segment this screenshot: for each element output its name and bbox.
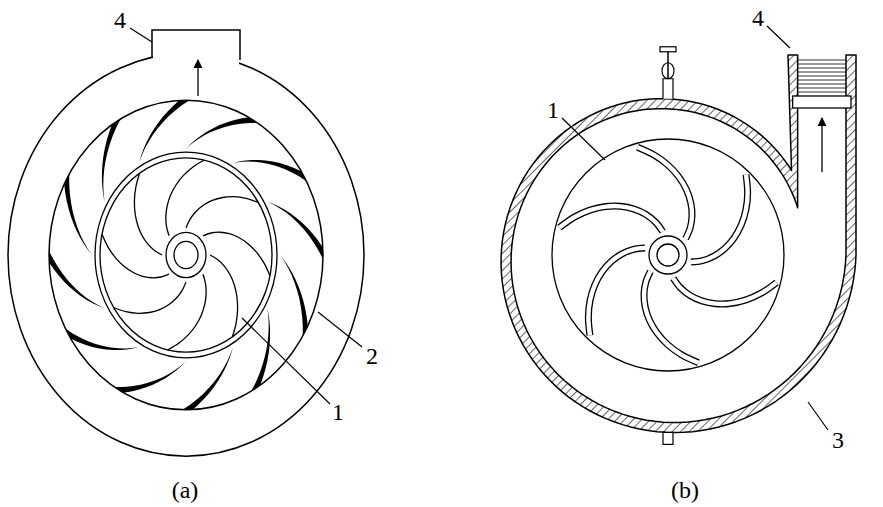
diffuser-pump xyxy=(8,30,364,456)
vent-screw xyxy=(667,51,669,79)
impeller-blade xyxy=(102,234,169,277)
impeller-shroud xyxy=(100,158,272,352)
impeller-blade xyxy=(691,175,748,262)
figure-label: (b) xyxy=(669,477,701,503)
callout-number: 4 xyxy=(750,5,766,31)
callout-number: 3 xyxy=(830,427,846,453)
casing xyxy=(8,54,364,456)
impeller-blade xyxy=(637,147,692,238)
impeller-blade xyxy=(203,232,270,275)
vent-screw xyxy=(663,79,673,99)
leader-lines xyxy=(130,26,828,430)
impeller-blade xyxy=(559,206,662,232)
shaft xyxy=(657,244,679,266)
volute-pump xyxy=(501,47,856,445)
guide-vane xyxy=(280,255,308,336)
vent-screw xyxy=(660,47,676,52)
leader-line xyxy=(808,402,828,430)
volute-casing xyxy=(501,55,856,433)
drain-plug xyxy=(663,432,673,444)
leader-line xyxy=(562,118,605,160)
impeller-blade xyxy=(637,147,692,238)
impeller-blade xyxy=(644,271,699,362)
thread xyxy=(798,80,846,81)
flow-arrow xyxy=(821,118,822,172)
diffuser-ring xyxy=(49,100,323,410)
guide-vane xyxy=(64,174,92,255)
leader-line xyxy=(767,26,790,48)
impeller-blade xyxy=(166,160,204,236)
impeller-blade xyxy=(134,173,162,255)
impeller xyxy=(552,139,784,371)
impeller-blade xyxy=(559,206,662,232)
shaft xyxy=(174,241,198,268)
callout-number: 4 xyxy=(112,7,128,33)
impeller-blade xyxy=(186,197,258,228)
impeller-blade xyxy=(673,278,776,304)
impeller-blade xyxy=(210,255,238,337)
impeller-blade xyxy=(588,248,645,335)
thread xyxy=(798,92,846,93)
hub xyxy=(166,232,206,277)
leader-line xyxy=(242,318,330,404)
impeller-blade xyxy=(644,271,699,362)
thread xyxy=(798,88,846,89)
impeller-blade xyxy=(691,175,748,262)
leader-line xyxy=(130,28,152,42)
flow-arrow xyxy=(197,60,198,96)
guide-vane xyxy=(114,361,186,392)
thread xyxy=(798,76,846,77)
impeller-blade xyxy=(673,278,776,304)
hub xyxy=(649,236,687,274)
thread xyxy=(798,72,846,73)
thread xyxy=(798,84,846,85)
pipe-flange xyxy=(793,96,851,108)
thread xyxy=(798,64,846,65)
impeller-blade xyxy=(168,274,206,350)
callout-number: 2 xyxy=(364,343,380,369)
leader-line xyxy=(318,312,362,347)
callout-number: 1 xyxy=(545,97,561,123)
callout-number: 1 xyxy=(330,399,346,425)
impeller-blade xyxy=(114,282,186,313)
thread xyxy=(798,60,846,61)
impeller-blade xyxy=(588,248,645,335)
impeller-shroud xyxy=(95,152,277,358)
guide-vane xyxy=(186,117,258,148)
thread xyxy=(798,68,846,69)
figure-label: (a) xyxy=(170,477,201,503)
